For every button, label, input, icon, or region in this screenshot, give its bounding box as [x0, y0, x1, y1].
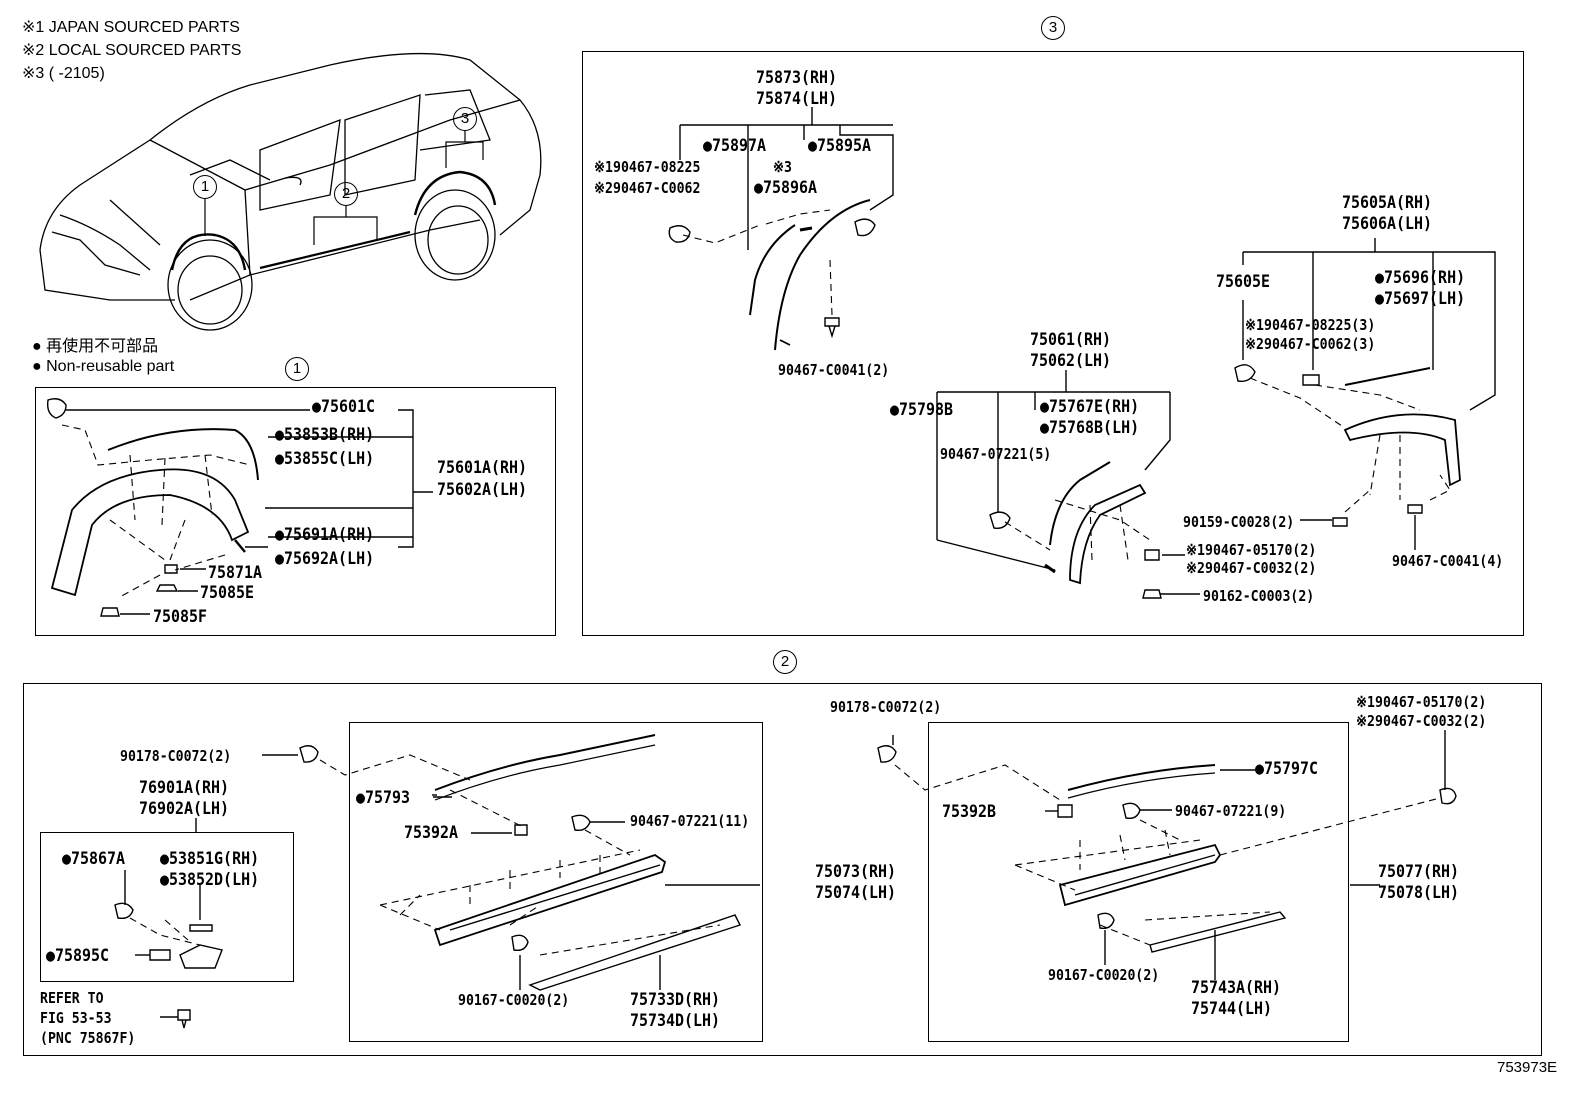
part-75602A[interactable]: 75602A(LH) — [437, 480, 528, 500]
part-90467-05170-2[interactable]: ※190467-05170(2) — [1186, 541, 1317, 559]
part-75733D[interactable]: 75733D(RH) — [630, 990, 721, 1010]
callout-1-section: 1 — [285, 357, 309, 381]
part-75696[interactable]: 75696(RH) — [1375, 268, 1465, 288]
part-75691A[interactable]: 75691A(RH) — [275, 525, 374, 545]
part-76902A[interactable]: 76902A(LH) — [139, 799, 230, 819]
part-53852D[interactable]: 53852D(LH) — [160, 870, 259, 890]
part-75767E[interactable]: 75767E(RH) — [1040, 397, 1139, 417]
callout-2-vehicle: 2 — [334, 182, 358, 206]
group3-lines — [668, 107, 1496, 599]
part-75073[interactable]: 75073(RH) — [815, 862, 897, 882]
part-90178-C0072-a[interactable]: 90178-C0072(2) — [120, 747, 232, 765]
legend-non-reusable-en: ● Non-reusable part — [32, 358, 175, 375]
part-53851G[interactable]: 53851G(RH) — [160, 849, 259, 869]
part-75605E[interactable]: 75605E — [1216, 272, 1271, 292]
refer-text-2: FIG 53-53 — [40, 1009, 112, 1027]
group2-lines — [114, 730, 1457, 1029]
part-75897A[interactable]: 75897A — [703, 136, 766, 156]
part-75798B[interactable]: 75798B — [890, 400, 953, 420]
refer-text-1: REFER TO — [40, 989, 104, 1007]
part-53855C[interactable]: 53855C(LH) — [275, 449, 374, 469]
part-90467-C0032-2[interactable]: ※290467-C0032(2) — [1186, 559, 1317, 577]
part-75061[interactable]: 75061(RH) — [1030, 330, 1112, 350]
callout-3-vehicle: 3 — [453, 107, 477, 131]
legend-non-reusable-jp: ● 再使用不可部品 — [32, 338, 159, 355]
callout-3-section: 3 — [1041, 16, 1065, 40]
legend-en-text: Non-reusable part — [46, 358, 175, 375]
note-mark-3: ※3 — [773, 158, 793, 176]
part-75743A[interactable]: 75743A(RH) — [1191, 978, 1282, 998]
part-90467-C0032-2b[interactable]: ※290467-C0032(2) — [1356, 712, 1487, 730]
part-90178-C0072-b[interactable]: 90178-C0072(2) — [830, 698, 942, 716]
part-75797C[interactable]: 75797C — [1255, 759, 1318, 779]
part-75873[interactable]: 75873(RH) — [756, 68, 838, 88]
note-japan-sourced: ※1 JAPAN SOURCED PARTS — [22, 19, 240, 36]
part-75793[interactable]: 75793 — [356, 788, 410, 808]
part-75697[interactable]: 75697(LH) — [1375, 289, 1465, 309]
part-75692A[interactable]: 75692A(LH) — [275, 549, 374, 569]
part-90467-08225[interactable]: ※190467-08225 — [594, 158, 701, 176]
figure-id: 753973E — [1497, 1059, 1558, 1076]
note-local-sourced: ※2 LOCAL SOURCED PARTS — [22, 42, 242, 59]
part-75734D[interactable]: 75734D(LH) — [630, 1011, 721, 1031]
part-90467-C0041-4[interactable]: 90467-C0041(4) — [1392, 552, 1504, 570]
subbox-76901A — [40, 832, 294, 982]
part-90467-07221-5[interactable]: 90467-07221(5) — [940, 445, 1052, 463]
legend-jp-text: 再使用不可部品 — [46, 338, 159, 355]
refer-text-3: (PNC 75867F) — [40, 1029, 136, 1047]
part-75871A[interactable]: 75871A — [208, 563, 263, 583]
part-75744[interactable]: 75744(LH) — [1191, 999, 1273, 1019]
vehicle-illustration — [39, 52, 542, 331]
part-75605A[interactable]: 75605A(RH) — [1342, 193, 1433, 213]
part-75074[interactable]: 75074(LH) — [815, 883, 897, 903]
part-90467-C0041-2[interactable]: 90467-C0041(2) — [778, 361, 890, 379]
part-75895C[interactable]: 75895C — [46, 946, 109, 966]
part-75078[interactable]: 75078(LH) — [1378, 883, 1460, 903]
part-90167-C0020-b[interactable]: 90167-C0020(2) — [1048, 966, 1160, 984]
part-90467-C0062-3[interactable]: ※290467-C0062(3) — [1245, 335, 1376, 353]
part-53853B[interactable]: 53853B(RH) — [275, 425, 374, 445]
note-date-range: ※3 ( -2105) — [22, 65, 105, 82]
part-75606A[interactable]: 75606A(LH) — [1342, 214, 1433, 234]
part-90167-C0020-a[interactable]: 90167-C0020(2) — [458, 991, 570, 1009]
part-90467-05170-2b[interactable]: ※190467-05170(2) — [1356, 693, 1487, 711]
part-90467-07221-11[interactable]: 90467-07221(11) — [630, 812, 750, 830]
part-90162-C0003[interactable]: 90162-C0003(2) — [1203, 587, 1315, 605]
group2-box — [23, 683, 1542, 1056]
part-75768B[interactable]: 75768B(LH) — [1040, 418, 1139, 438]
group3-box — [582, 51, 1524, 636]
part-75896A[interactable]: 75896A — [754, 178, 817, 198]
callout-2-section: 2 — [773, 650, 797, 674]
part-90467-C0062[interactable]: ※290467-C0062 — [594, 179, 701, 197]
part-75895A[interactable]: 75895A — [808, 136, 871, 156]
part-75085F[interactable]: 75085F — [153, 607, 208, 627]
part-75392A[interactable]: 75392A — [404, 823, 459, 843]
part-75874[interactable]: 75874(LH) — [756, 89, 838, 109]
callout-1-vehicle: 1 — [193, 175, 217, 199]
part-75601A[interactable]: 75601A(RH) — [437, 458, 528, 478]
part-90159-C0028[interactable]: 90159-C0028(2) — [1183, 513, 1295, 531]
part-75077[interactable]: 75077(RH) — [1378, 862, 1460, 882]
subbox-75077 — [928, 722, 1349, 1042]
part-75085E[interactable]: 75085E — [200, 583, 255, 603]
group1-box — [35, 387, 556, 636]
part-75867A[interactable]: 75867A — [62, 849, 125, 869]
part-75601C[interactable]: 75601C — [312, 397, 375, 417]
part-90467-07221-9[interactable]: 90467-07221(9) — [1175, 802, 1287, 820]
part-90467-08225-3[interactable]: ※190467-08225(3) — [1245, 316, 1376, 334]
part-75392B[interactable]: 75392B — [942, 802, 997, 822]
part-75062[interactable]: 75062(LH) — [1030, 351, 1112, 371]
subbox-75073 — [349, 722, 763, 1042]
part-76901A[interactable]: 76901A(RH) — [139, 778, 230, 798]
